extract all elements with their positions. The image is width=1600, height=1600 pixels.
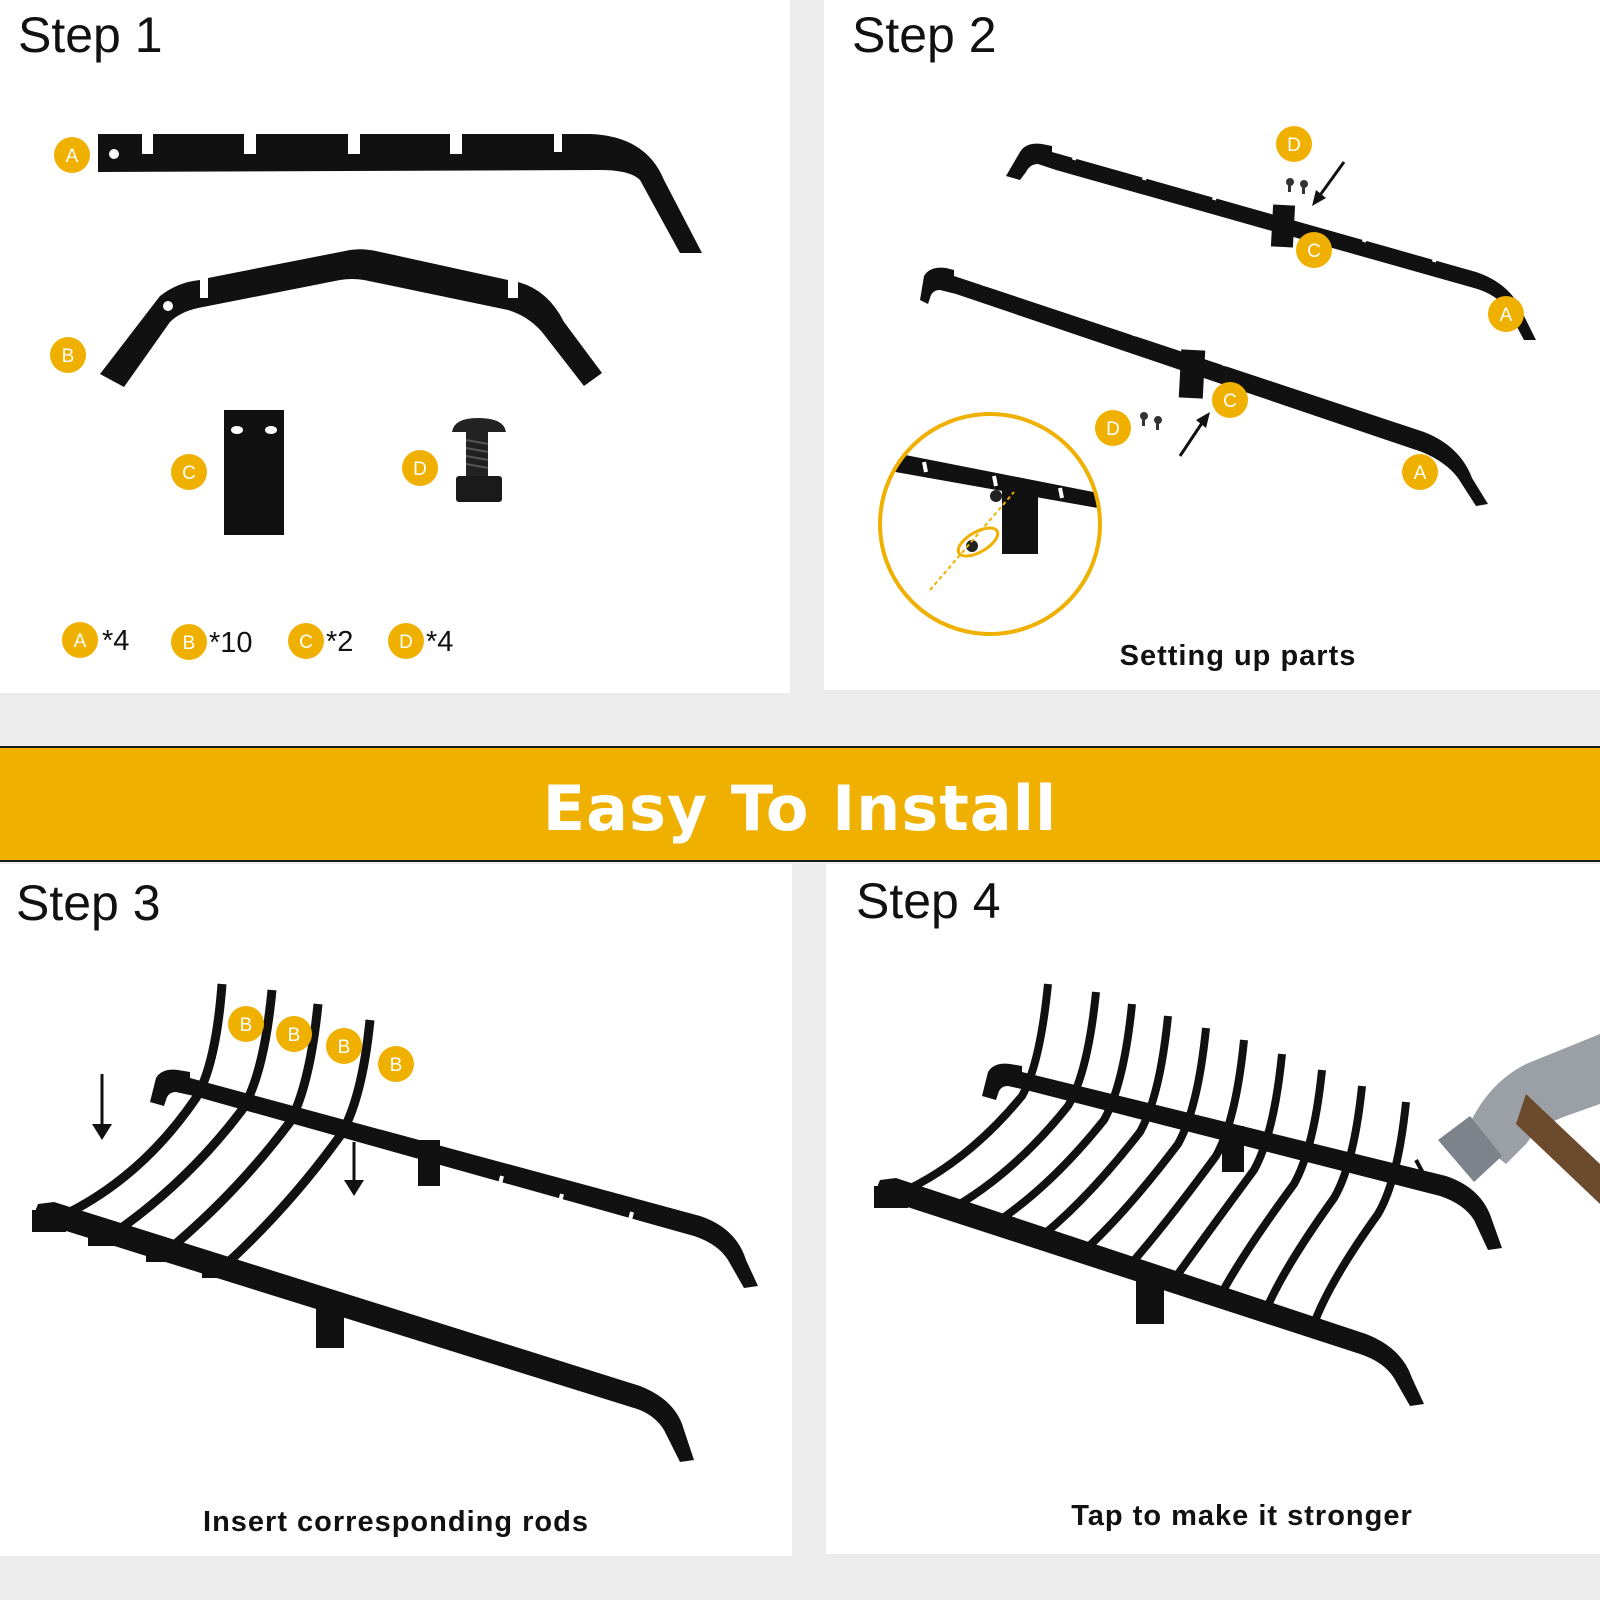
step4-caption: Tap to make it stronger [1071, 1500, 1413, 1532]
part-c-hole-left [231, 426, 243, 434]
lower-screws-d [1140, 412, 1162, 430]
svg-text:*10: *10 [209, 627, 253, 659]
label-b-2: B [276, 1016, 312, 1052]
svg-text:B: B [240, 1015, 253, 1036]
step3-caption: Insert corresponding rods [203, 1506, 589, 1538]
quantity-d: D *4 [388, 623, 453, 659]
step2-illustration: D C A C D A [878, 126, 1536, 636]
rods-b [56, 983, 375, 1272]
svg-text:*4: *4 [426, 626, 453, 658]
svg-text:*2: *2 [326, 626, 353, 658]
back-bar-a [150, 1069, 758, 1288]
lower-arrow [1178, 412, 1210, 457]
quantity-a: A *4 [62, 622, 129, 658]
svg-text:C: C [1307, 241, 1321, 262]
svg-text:D: D [1287, 135, 1301, 156]
svg-text:B: B [390, 1055, 403, 1076]
svg-text:D: D [399, 632, 413, 653]
svg-text:D: D [1106, 419, 1120, 440]
label-c-upper: C [1296, 232, 1332, 268]
easy-install-banner: Easy To Install [0, 746, 1600, 862]
label-b-badge: B [50, 337, 86, 373]
step1-illustration: A B C D A *4 B *10 C *2 [50, 134, 702, 660]
quantity-c: C *2 [288, 623, 353, 659]
label-a-upper: A [1488, 296, 1524, 332]
back-bracket-c [418, 1140, 440, 1186]
part-a-hole [109, 149, 119, 159]
upper-arrow [1312, 161, 1346, 206]
center-down-arrow [344, 1142, 364, 1196]
label-b-4: B [378, 1046, 414, 1082]
step2-caption: Setting up parts [1119, 640, 1357, 672]
step3-illustration: B B B B [32, 983, 758, 1462]
step1-title: Step 1 [18, 7, 163, 63]
upper-screws-d [1286, 178, 1308, 194]
step4-panel: Step 4 Tap to make it stronge [826, 864, 1600, 1554]
step4-illustration [874, 983, 1600, 1406]
front-bar [876, 1178, 1424, 1406]
svg-text:C: C [182, 463, 196, 484]
step4-title: Step 4 [856, 873, 1001, 929]
part-a-bar [98, 134, 702, 253]
quantity-b: B *10 [171, 624, 253, 660]
label-a-lower: A [1402, 454, 1438, 490]
svg-text:C: C [1223, 391, 1237, 412]
rods [896, 983, 1410, 1338]
upper-bracket-c [1270, 204, 1296, 248]
part-c-hole-right [265, 426, 277, 434]
step1-panel: Step 1 A B C [0, 0, 790, 693]
svg-text:A: A [66, 146, 79, 167]
lower-bar-a [920, 267, 1488, 506]
part-d-bolt [452, 418, 506, 502]
upper-bar-a [1006, 143, 1536, 340]
svg-text:A: A [1500, 305, 1513, 326]
part-b-rod [100, 249, 602, 387]
front-bar-a [34, 1202, 694, 1462]
label-b-3: B [326, 1028, 362, 1064]
svg-text:A: A [74, 631, 87, 652]
step3-panel: Step 3 B B B B Inser [0, 864, 792, 1556]
part-b-hole [163, 301, 173, 311]
label-b-1: B [228, 1006, 264, 1042]
svg-text:A: A [1414, 463, 1427, 484]
svg-text:B: B [288, 1025, 301, 1046]
svg-text:C: C [299, 632, 313, 653]
left-down-arrow [92, 1074, 112, 1140]
svg-text:B: B [338, 1037, 351, 1058]
hammer-icon [1414, 1034, 1600, 1204]
step2-panel: Step 2 D C A C D A [824, 0, 1600, 690]
step3-title: Step 3 [16, 875, 161, 931]
banner-title: Easy To Install [542, 772, 1058, 845]
svg-text:B: B [62, 346, 75, 367]
label-d-badge: D [402, 450, 438, 486]
svg-text:*4: *4 [102, 625, 129, 657]
label-a-badge: A [54, 137, 90, 173]
svg-text:B: B [183, 633, 196, 654]
label-c-lower: C [1212, 382, 1248, 418]
step2-title: Step 2 [852, 7, 997, 63]
label-d-upper: D [1276, 126, 1312, 162]
label-d-lower: D [1095, 410, 1131, 446]
label-c-badge: C [171, 454, 207, 490]
front-bracket-c [316, 1294, 344, 1348]
lower-bracket-c [1178, 349, 1206, 399]
detail-zoom-circle [878, 412, 1102, 636]
svg-text:D: D [413, 459, 427, 480]
